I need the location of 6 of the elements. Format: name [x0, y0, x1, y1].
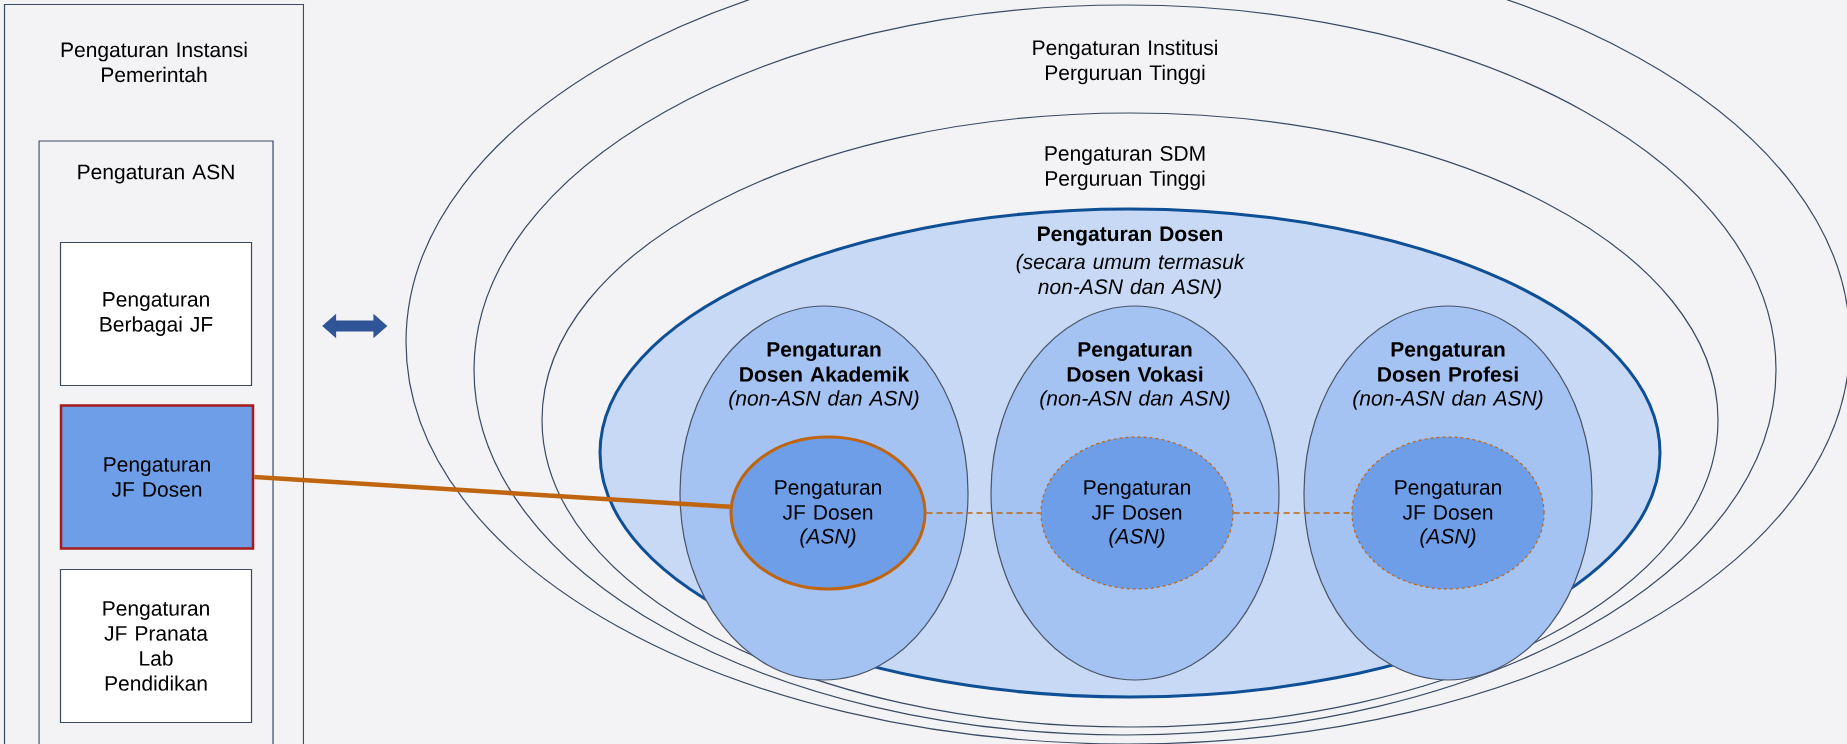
connector-line: [1232, 512, 1353, 514]
connector-line: [254, 474, 730, 510]
process-box: Pengaturan JF Pranata Lab Pendidikan: [59, 568, 253, 724]
connector-line: [925, 512, 1042, 514]
process-box: Pengaturan Berbagai JF: [59, 241, 253, 387]
process-box: Pengaturan JF Dosen: [59, 404, 255, 550]
